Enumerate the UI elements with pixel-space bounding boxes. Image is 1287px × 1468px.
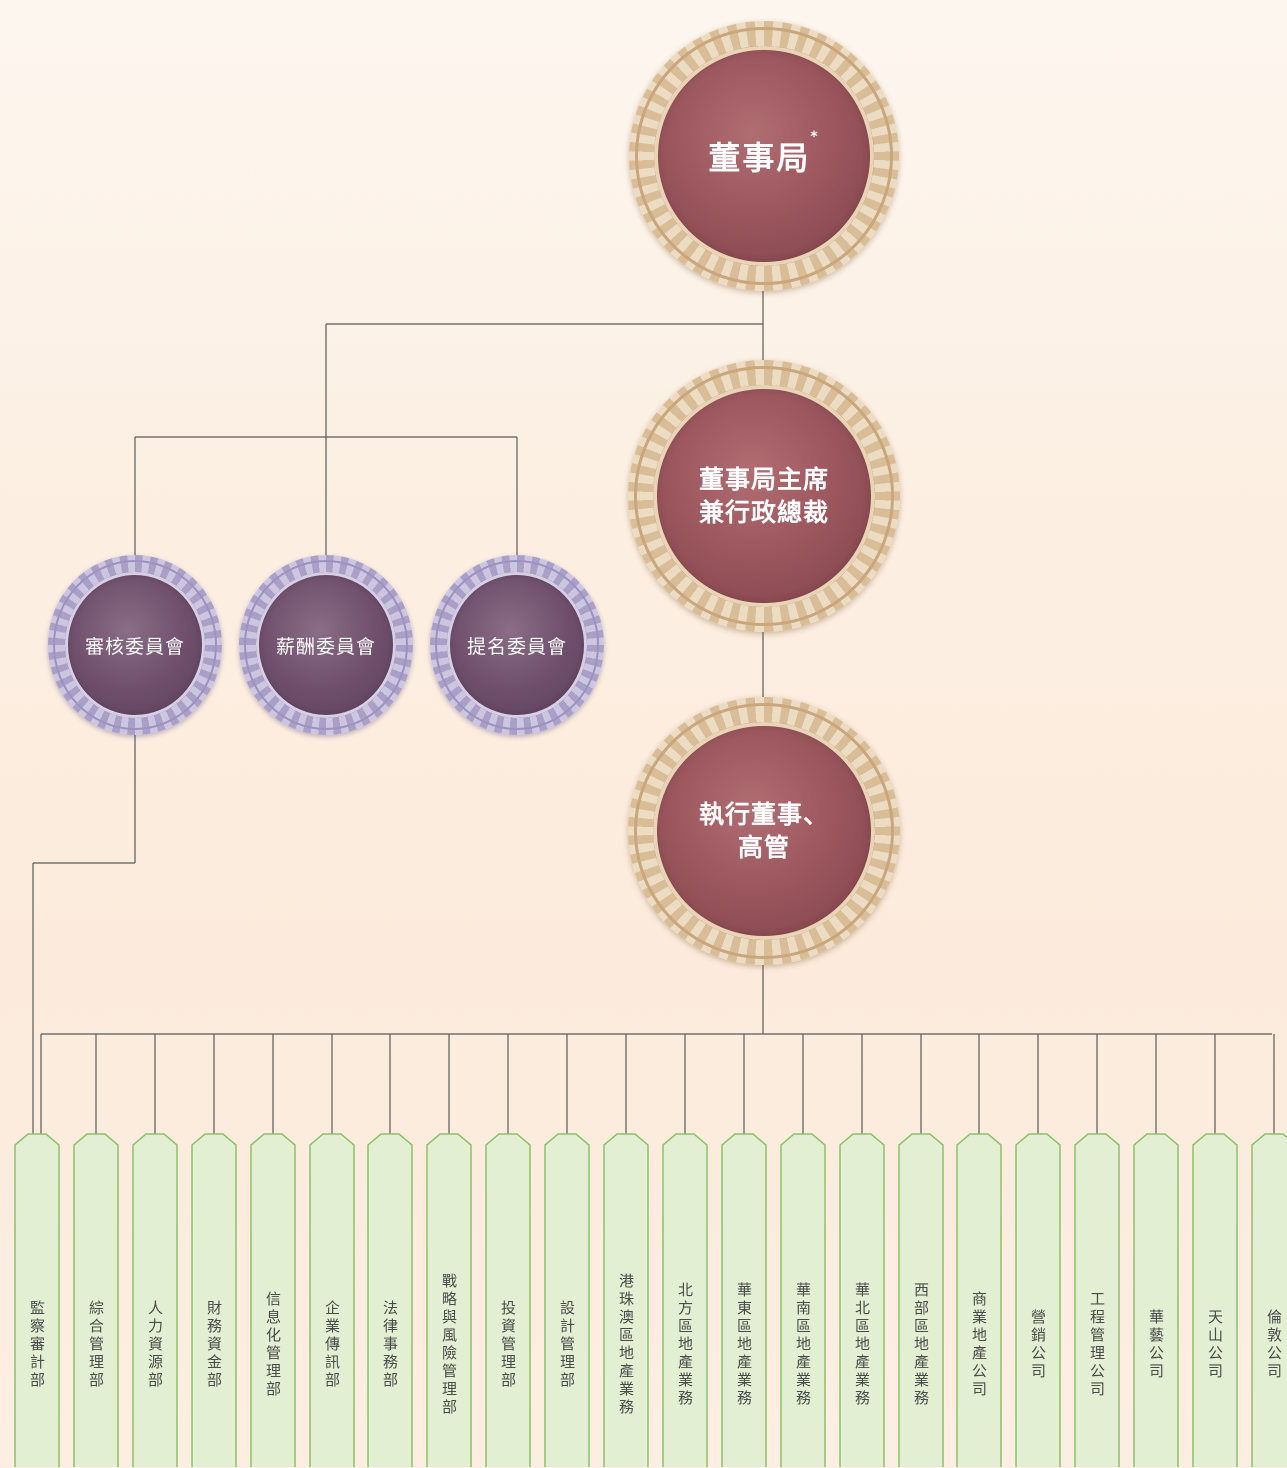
department-label: 信息化管理部 <box>264 1291 282 1399</box>
chairman-node: 董事局主席 兼行政總裁 <box>628 360 900 632</box>
department-label: 設計管理部 <box>558 1300 576 1390</box>
department-box <box>250 1133 296 1467</box>
department-box <box>309 1133 355 1467</box>
department-box <box>14 1133 60 1467</box>
department-label: 工程管理公司 <box>1088 1291 1106 1399</box>
board-node: 董事局* <box>629 21 899 291</box>
department-box <box>544 1133 590 1467</box>
department-label: 倫敦公司 <box>1265 1309 1283 1381</box>
department-box <box>1192 1133 1238 1467</box>
department-box <box>780 1133 826 1467</box>
department-box <box>367 1133 413 1467</box>
department-label: 財務資金部 <box>205 1300 223 1390</box>
department-label: 人力資源部 <box>146 1300 164 1390</box>
department-label: 營銷公司 <box>1029 1309 1047 1381</box>
department-label: 戰略與風險管理部 <box>440 1273 458 1417</box>
remuneration-committee-node: 薪酬委員會 <box>239 555 413 735</box>
department-box <box>132 1133 178 1467</box>
department-label: 西部區地產業務 <box>912 1282 930 1408</box>
department-label: 天山公司 <box>1206 1309 1224 1381</box>
department-box <box>956 1133 1002 1467</box>
department-box <box>191 1133 237 1467</box>
department-label: 北方區地產業務 <box>676 1282 694 1408</box>
department-box <box>426 1133 472 1467</box>
department-label: 企業傳訊部 <box>323 1300 341 1390</box>
department-label: 投資管理部 <box>499 1300 517 1390</box>
department-label: 華北區地產業務 <box>853 1282 871 1408</box>
department-box <box>898 1133 944 1467</box>
department-box <box>73 1133 119 1467</box>
department-box <box>839 1133 885 1467</box>
department-label: 港珠澳區地產業務 <box>617 1273 635 1417</box>
executives-title: 執行董事、 高管 <box>698 800 829 862</box>
department-box <box>1074 1133 1120 1467</box>
department-label: 監察審計部 <box>28 1300 46 1390</box>
department-label: 華南區地產業務 <box>794 1282 812 1408</box>
remuneration-committee-label: 薪酬委員會 <box>275 635 376 658</box>
board-title: 董事局* <box>708 129 820 177</box>
chairman-title: 董事局主席 兼行政總裁 <box>698 465 829 527</box>
department-box <box>1133 1133 1179 1467</box>
department-box <box>485 1133 531 1467</box>
nomination-committee-node: 提名委員會 <box>430 555 604 735</box>
department-label: 綜合管理部 <box>87 1300 105 1390</box>
department-box <box>1015 1133 1061 1467</box>
executives-node: 執行董事、 高管 <box>628 697 900 965</box>
department-box <box>662 1133 708 1467</box>
department-box <box>721 1133 767 1467</box>
department-label: 華藝公司 <box>1147 1309 1165 1381</box>
nomination-committee-label: 提名委員會 <box>466 635 567 658</box>
department-label: 商業地產公司 <box>970 1291 988 1399</box>
department-box <box>1251 1133 1287 1467</box>
audit-committee-node: 審核委員會 <box>48 555 222 735</box>
department-box <box>603 1133 649 1467</box>
department-label: 華東區地產業務 <box>735 1282 753 1408</box>
audit-committee-label: 審核委員會 <box>84 635 185 658</box>
department-label: 法律事務部 <box>381 1300 399 1390</box>
